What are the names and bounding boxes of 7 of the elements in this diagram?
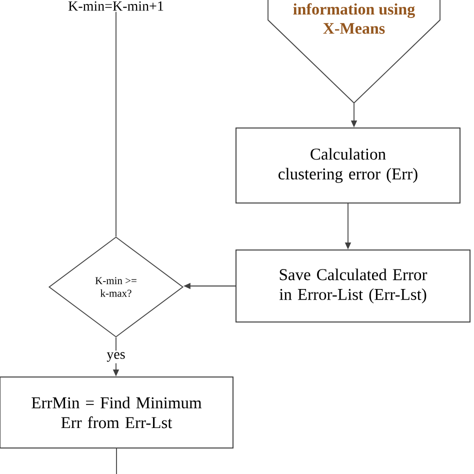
process-box: ErrMin = Find Minimum Err from Err-Lst bbox=[0, 376, 234, 448]
connector-pentagon: information using X-Means bbox=[268, 0, 440, 104]
process-box: Calculation clustering error (Err) bbox=[236, 128, 460, 204]
edge-label: yes bbox=[105, 350, 127, 364]
step-text: K-min=K-min+1 bbox=[68, 1, 164, 11]
process-box: Save Calculated Error in Error-List (Err-Lst) bbox=[236, 250, 470, 322]
connector-line bbox=[116, 448, 117, 474]
